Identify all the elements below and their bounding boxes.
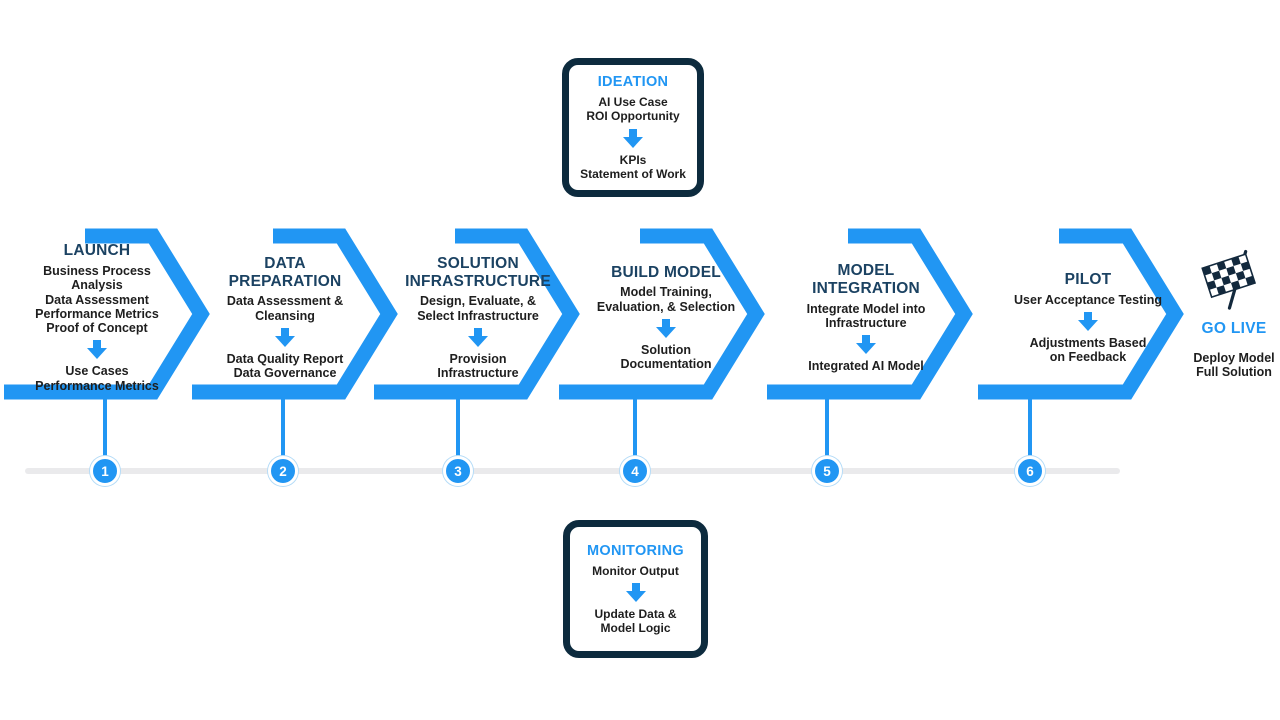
- stage-title: MODEL: [837, 261, 895, 279]
- stage-input-line: Data Assessment: [45, 292, 149, 307]
- monitoring-input-line: Monitor Output: [592, 563, 679, 578]
- stage-input-line: Business Process: [43, 264, 151, 279]
- stage-title: LAUNCH: [63, 242, 131, 260]
- monitoring-title: MONITORING: [587, 542, 684, 559]
- stage-output-line: Solution: [641, 342, 691, 357]
- timeline-marker-4: 4: [620, 456, 650, 486]
- stage-output-line: Use Cases: [65, 364, 129, 379]
- timeline-marker-6: 6: [1015, 456, 1045, 486]
- timeline-marker-1: 1: [90, 456, 120, 486]
- stage-title: PILOT: [1064, 270, 1112, 288]
- down-arrow-icon: [623, 128, 643, 148]
- checkered-flag-icon: [1201, 249, 1257, 310]
- stage-title: DATA: [264, 254, 306, 272]
- timeline-marker-3: 3: [443, 456, 473, 486]
- stage-input-line: Integrate Model into: [806, 301, 926, 316]
- down-arrow-icon: [625, 582, 646, 602]
- stage-output-line: Integrated AI Model: [808, 359, 924, 374]
- go-live-title: GO LIVE: [1201, 320, 1267, 337]
- stage-solution-infrastructure: SOLUTION INFRASTRUCTURE Design, Evaluate…: [388, 240, 568, 395]
- connector-data-preparation: [281, 397, 285, 458]
- stage-output-line: Adjustments Based: [1029, 335, 1147, 350]
- ideation-title: IDEATION: [597, 74, 669, 91]
- monitoring-output-line: Model Logic: [600, 621, 671, 636]
- chevron-arrow-launch: [4, 228, 210, 400]
- down-arrow-icon: [275, 327, 295, 347]
- stage-input-line: Evaluation, & Selection: [596, 299, 736, 314]
- stage-build-model: BUILD MODEL Model Training, Evaluation, …: [576, 240, 756, 395]
- stage-output-line: Data Quality Report: [226, 351, 344, 366]
- stage-model-integration: MODEL INTEGRATION Integrate Model into I…: [776, 240, 956, 395]
- ideation-output-line: Statement of Work: [580, 166, 686, 181]
- down-arrow-icon: [856, 335, 876, 355]
- down-arrow-icon: [87, 340, 107, 360]
- stage-input-line: User Acceptance Testing: [1014, 292, 1162, 307]
- stage-title: INFRASTRUCTURE: [405, 272, 551, 290]
- stage-input-line: Design, Evaluate, &: [419, 294, 536, 309]
- connector-pilot: [1028, 397, 1032, 458]
- stage-output-line: Performance Metrics: [35, 378, 159, 393]
- ideation-output-line: KPIs: [619, 152, 647, 167]
- stage-input-line: Select Infrastructure: [417, 308, 539, 323]
- stage-pilot: PILOT User Acceptance Testing Adjustment…: [998, 240, 1178, 395]
- monitoring-output-line: Update Data &: [594, 606, 677, 621]
- stage-title: BUILD MODEL: [611, 263, 721, 281]
- stage-launch: LAUNCH Business Process Analysis Data As…: [7, 240, 187, 395]
- stage-output-line: Infrastructure: [437, 366, 519, 381]
- stage-input-line: Performance Metrics: [35, 306, 159, 321]
- stage-title: SOLUTION: [437, 254, 519, 272]
- stage-input-line: Proof of Concept: [46, 321, 148, 336]
- connector-launch: [103, 397, 107, 458]
- stage-output-line: Data Governance: [233, 366, 337, 381]
- chevron-arrow-build-model: [559, 228, 765, 400]
- timeline-marker-2: 2: [268, 456, 298, 486]
- stage-input-line: Model Training,: [620, 285, 712, 300]
- connector-solution-infrastructure: [456, 397, 460, 458]
- connector-build-model: [633, 397, 637, 458]
- connector-model-integration: [825, 397, 829, 458]
- stage-input-line: Analysis: [71, 278, 123, 293]
- stage-output-line: Documentation: [620, 357, 712, 372]
- timeline-track: [25, 468, 1120, 474]
- timeline-marker-5: 5: [812, 456, 842, 486]
- stage-input-line: Infrastructure: [825, 315, 907, 330]
- ideation-box: IDEATION AI Use Case ROI Opportunity KPI…: [562, 58, 704, 197]
- ideation-input-line: AI Use Case: [598, 95, 668, 110]
- go-live-section: GO LIVE Deploy Model Full Solution: [1178, 246, 1280, 380]
- stage-data-preparation: DATA PREPARATION Data Assessment & Clean…: [195, 240, 375, 395]
- stage-input-line: Cleansing: [255, 308, 315, 323]
- down-arrow-icon: [1078, 311, 1098, 331]
- ideation-input-line: ROI Opportunity: [586, 109, 680, 124]
- chevron-arrow-pilot: [978, 228, 1184, 400]
- chevron-arrow-model-integration: [767, 228, 973, 400]
- stage-input-line: Data Assessment &: [226, 294, 344, 309]
- go-live-line: Full Solution: [1196, 365, 1272, 380]
- stage-output-line: on Feedback: [1049, 350, 1127, 365]
- go-live-line: Deploy Model: [1193, 351, 1275, 365]
- chevron-arrow-solution-infrastructure: [374, 228, 580, 400]
- stage-title: INTEGRATION: [812, 279, 920, 297]
- stage-title: PREPARATION: [228, 272, 342, 290]
- stage-output-line: Provision: [449, 351, 507, 366]
- down-arrow-icon: [656, 318, 676, 338]
- down-arrow-icon: [468, 327, 488, 347]
- chevron-arrow-data-preparation: [192, 228, 398, 400]
- monitoring-box: MONITORING Monitor Output Update Data & …: [563, 520, 708, 658]
